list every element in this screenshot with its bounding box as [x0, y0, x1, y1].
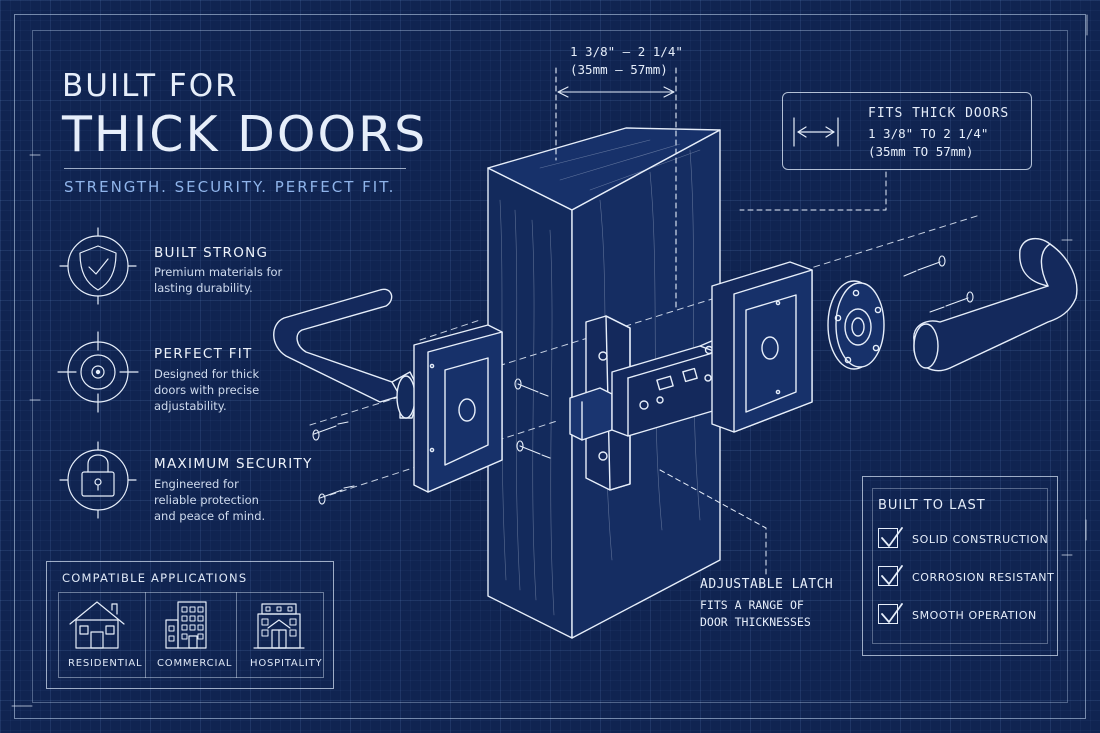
left-screws [312, 378, 551, 505]
padlock-icon [59, 441, 137, 519]
heading-line-2: THICK DOORS [62, 106, 428, 163]
latch-leader [659, 469, 767, 575]
hotel-icon [253, 603, 305, 649]
right-rose-plate [711, 261, 813, 433]
callout-title: FITS THICK DOORS [868, 106, 1010, 121]
latch-assembly [569, 315, 721, 491]
app-label-residential: RESIDENTIAL [68, 658, 143, 669]
feature-smooth-operation: SMOOTH OPERATION [912, 609, 1037, 622]
built-to-last-title: BUILT TO LAST [878, 498, 986, 513]
feature-title-built-strong: BUILT STRONG [154, 245, 269, 261]
feature-desc-maximum-security: Engineered for reliable protection and p… [154, 477, 266, 523]
applications-divider [145, 592, 146, 678]
outer-frame [14, 14, 1086, 719]
house-icon [69, 601, 125, 649]
compatible-applications-panel [46, 561, 334, 689]
built-to-last-inner [872, 488, 1048, 644]
applications-title: COMPATIBLE APPLICATIONS [62, 571, 248, 585]
thickness-imperial: 1 3/8" – 2 1/4" [570, 44, 683, 59]
right-lever-handle [913, 237, 1078, 372]
callout-metric: (35mm TO 57mm) [868, 144, 974, 159]
feature-title-maximum-security: MAXIMUM SECURITY [154, 456, 313, 472]
thickness-metric: (35mm – 57mm) [570, 62, 668, 77]
checkbox-corrosion-resistant [878, 566, 898, 586]
applications-divider [236, 592, 237, 678]
inner-frame [32, 30, 1068, 703]
left-rose-plate [413, 324, 503, 493]
thickness-dimension [555, 67, 677, 311]
app-label-commercial: COMMERCIAL [157, 658, 233, 669]
feature-desc-built-strong: Premium materials for lasting durability… [154, 265, 283, 295]
latch-desc-line-2: DOOR THICKNESSES [700, 615, 811, 629]
checkbox-smooth-operation [878, 604, 898, 624]
built-to-last-panel [862, 476, 1058, 656]
feature-desc-perfect-fit: Designed for thick doors with precise ad… [154, 367, 260, 413]
feature-title-perfect-fit: PERFECT FIT [154, 346, 253, 362]
office-building-icon [165, 601, 207, 649]
latch-desc-line-1: FITS A RANGE OF [700, 598, 804, 612]
double-arrow-icon [793, 117, 839, 147]
heading-line-1: BUILT FOR [62, 68, 239, 104]
latch-title: ADJUSTABLE LATCH [700, 577, 834, 592]
callout-imperial: 1 3/8" TO 2 1/4" [868, 126, 989, 141]
checkbox-solid-construction [878, 528, 898, 548]
left-lever-handle [273, 288, 421, 419]
applications-grid [58, 592, 324, 678]
target-icon [57, 331, 139, 413]
right-screws [903, 255, 974, 313]
mounting-plate [827, 280, 885, 370]
feature-solid-construction: SOLID CONSTRUCTION [912, 533, 1049, 546]
callout-leader [739, 171, 887, 211]
app-label-hospitality: HOSPITALITY [250, 658, 323, 669]
heading-divider [64, 168, 406, 169]
tagline: STRENGTH. SECURITY. PERFECT FIT. [64, 178, 396, 196]
shield-check-icon [59, 227, 137, 305]
feature-corrosion-resistant: CORROSION RESISTANT [912, 571, 1055, 584]
frame-ticks [11, 14, 1088, 707]
fits-thick-doors-callout [782, 92, 1032, 170]
